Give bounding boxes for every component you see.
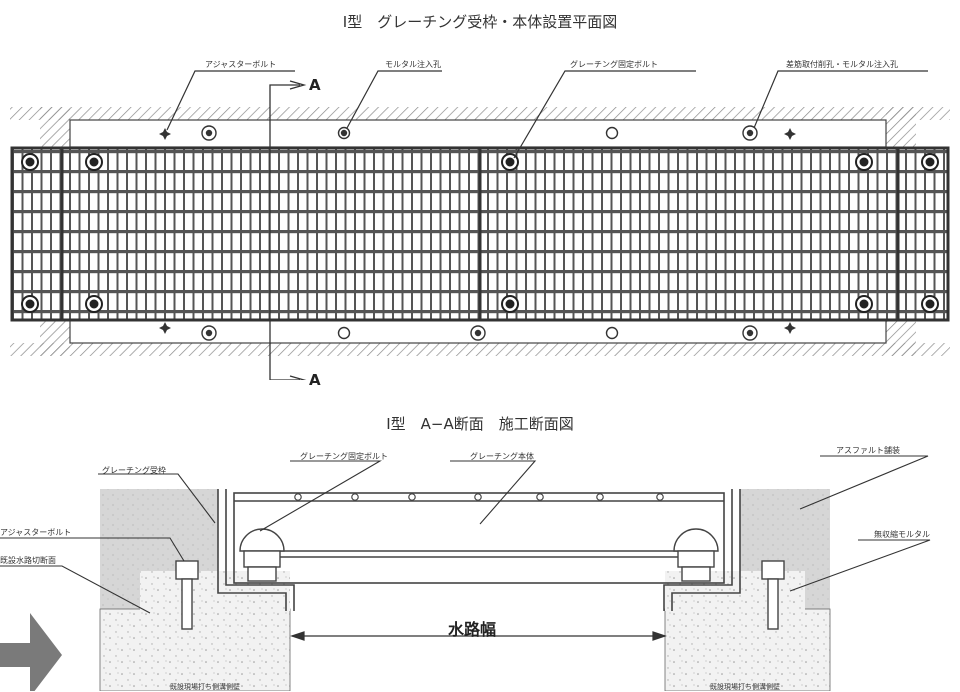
callout-fixing-bolt: グレーチング固定ボルト [570,60,658,69]
callout-adjuster-bolt: アジャスターボルト [205,60,277,69]
callout-bottom-left: 既設現場打ち側溝側壁 [170,683,240,691]
right-arrow-icon [0,613,62,691]
plan-leaders [166,70,928,159]
adjuster-bolt-right [761,560,785,630]
callout-grating-frame: グレーチング受枠 [102,466,166,475]
curb-top [10,107,950,120]
callout-section-adjuster-bolt: アジャスターボルト [0,528,72,537]
grating-holes [294,493,664,501]
fixing-bolt-right [673,528,719,582]
section-mark-bottom: A [309,371,321,389]
section-line-a [269,80,307,380]
fixing-bolt-left [239,528,285,582]
channel-wall-left [99,608,291,691]
section-view [0,455,931,691]
callout-mortar-hole: モルタル注入孔 [385,60,441,69]
adjuster-bolt-marks [159,128,796,334]
grating-frame [217,489,741,611]
callout-section-fixing-bolt: グレーチング固定ボルト [300,452,388,461]
callout-rebar-hole: 差筋取付削孔・モルタル注入孔 [786,60,898,69]
grating-body [10,146,950,322]
channel-wall-right [664,608,831,691]
plan-view [10,70,950,380]
plan-title: Ⅰ型 グレーチング受枠・本体設置平面図 [342,13,618,31]
grating-bolts [21,153,939,313]
callout-existing-channel: 既設水路切断面 [0,556,56,565]
callout-bottom-right: 既設現場打ち側溝側壁 [710,683,780,691]
section-title: Ⅰ型 A−A断面 施工断面図 [386,415,574,433]
channel-width-dimension [290,631,667,641]
callout-grating-body: グレーチング本体 [470,452,534,461]
section-leaders [0,455,931,614]
channel-width-label: 水路幅 [448,620,497,639]
callout-asphalt: アスファルト舗装 [836,446,900,455]
curb-bottom [10,343,950,356]
section-mark-top: A [309,76,321,94]
adjuster-bolt-left [175,560,199,630]
callout-non-shrink-mortar: 無収縮モルタル [874,530,930,539]
frame-holes [201,125,758,341]
frame-flange-top [69,119,887,148]
